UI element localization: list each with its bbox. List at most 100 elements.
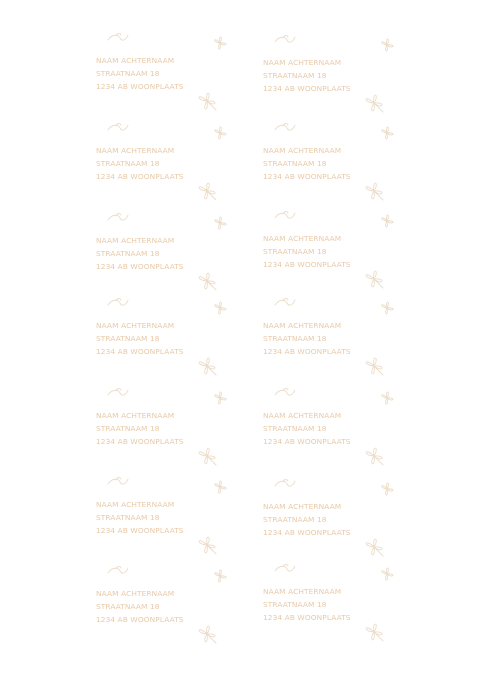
address-block: NAAM ACHTERNAAM STRAATNAAM 18 1234 AB WO… — [263, 500, 351, 539]
flower-ornament-bottom-icon — [359, 353, 389, 379]
recipient-name: NAAM ACHTERNAAM — [96, 411, 175, 420]
address-label: NAAM ACHTERNAAM STRAATNAAM 18 1234 AB WO… — [84, 566, 244, 659]
flower-ornament-right-icon — [375, 34, 399, 56]
recipient-name: NAAM ACHTERNAAM — [96, 500, 175, 509]
flower-ornament-right-icon — [375, 478, 399, 500]
leaf-ornament-top-icon — [106, 565, 130, 577]
address-block: NAAM ACHTERNAAM STRAATNAAM 18 1234 AB WO… — [263, 56, 351, 95]
postal-city: 1234 AB WOONPLAATS — [263, 437, 351, 446]
address-block: NAAM ACHTERNAAM STRAATNAAM 18 1234 AB WO… — [263, 144, 351, 183]
leaf-ornament-top-icon — [273, 210, 297, 222]
recipient-name: NAAM ACHTERNAAM — [263, 321, 342, 330]
postal-city: 1234 AB WOONPLAATS — [263, 528, 351, 537]
recipient-name: NAAM ACHTERNAAM — [263, 146, 342, 155]
recipient-name: NAAM ACHTERNAAM — [96, 589, 175, 598]
flower-ornament-right-icon — [208, 387, 232, 409]
postal-city: 1234 AB WOONPLAATS — [96, 437, 184, 446]
address-block: NAAM ACHTERNAAM STRAATNAAM 18 1234 AB WO… — [96, 587, 184, 626]
street-address: STRAATNAAM 18 — [96, 159, 160, 168]
address-label: NAAM ACHTERNAAM STRAATNAAM 18 1234 AB WO… — [251, 211, 411, 304]
leaf-ornament-top-icon — [106, 297, 130, 309]
address-block: NAAM ACHTERNAAM STRAATNAAM 18 1234 AB WO… — [263, 319, 351, 358]
street-address: STRAATNAAM 18 — [263, 71, 327, 80]
address-label: NAAM ACHTERNAAM STRAATNAAM 18 1234 AB WO… — [84, 33, 244, 126]
postal-city: 1234 AB WOONPLAATS — [96, 82, 184, 91]
flower-ornament-right-icon — [208, 297, 232, 319]
address-label: NAAM ACHTERNAAM STRAATNAAM 18 1234 AB WO… — [251, 479, 411, 572]
street-address: STRAATNAAM 18 — [263, 515, 327, 524]
flower-ornament-bottom-icon — [359, 90, 389, 116]
flower-ornament-bottom-icon — [359, 534, 389, 560]
recipient-name: NAAM ACHTERNAAM — [263, 587, 342, 596]
flower-ornament-bottom-icon — [192, 443, 222, 469]
postal-city: 1234 AB WOONPLAATS — [263, 347, 351, 356]
street-address: STRAATNAAM 18 — [96, 69, 160, 78]
postal-city: 1234 AB WOONPLAATS — [96, 526, 184, 535]
address-label: NAAM ACHTERNAAM STRAATNAAM 18 1234 AB WO… — [251, 564, 411, 657]
flower-ornament-right-icon — [375, 297, 399, 319]
street-address: STRAATNAAM 18 — [96, 249, 160, 258]
postal-city: 1234 AB WOONPLAATS — [96, 172, 184, 181]
street-address: STRAATNAAM 18 — [263, 159, 327, 168]
recipient-name: NAAM ACHTERNAAM — [96, 146, 175, 155]
street-address: STRAATNAAM 18 — [263, 424, 327, 433]
address-label: NAAM ACHTERNAAM STRAATNAAM 18 1234 AB WO… — [84, 123, 244, 216]
address-label: NAAM ACHTERNAAM STRAATNAAM 18 1234 AB WO… — [251, 35, 411, 128]
flower-ornament-bottom-icon — [192, 268, 222, 294]
flower-ornament-right-icon — [375, 563, 399, 585]
address-label: NAAM ACHTERNAAM STRAATNAAM 18 1234 AB WO… — [251, 298, 411, 391]
street-address: STRAATNAAM 18 — [96, 602, 160, 611]
flower-ornament-bottom-icon — [192, 353, 222, 379]
address-label: NAAM ACHTERNAAM STRAATNAAM 18 1234 AB WO… — [84, 477, 244, 570]
leaf-ornament-top-icon — [273, 297, 297, 309]
leaf-ornament-top-icon — [106, 212, 130, 224]
recipient-name: NAAM ACHTERNAAM — [263, 58, 342, 67]
leaf-ornament-top-icon — [106, 476, 130, 488]
recipient-name: NAAM ACHTERNAAM — [96, 321, 175, 330]
postal-city: 1234 AB WOONPLAATS — [96, 262, 184, 271]
street-address: STRAATNAAM 18 — [96, 334, 160, 343]
address-block: NAAM ACHTERNAAM STRAATNAAM 18 1234 AB WO… — [96, 319, 184, 358]
flower-ornament-right-icon — [375, 122, 399, 144]
street-address: STRAATNAAM 18 — [96, 424, 160, 433]
flower-ornament-right-icon — [208, 122, 232, 144]
address-block: NAAM ACHTERNAAM STRAATNAAM 18 1234 AB WO… — [263, 409, 351, 448]
leaf-ornament-top-icon — [106, 387, 130, 399]
flower-ornament-bottom-icon — [192, 178, 222, 204]
address-label: NAAM ACHTERNAAM STRAATNAAM 18 1234 AB WO… — [251, 123, 411, 216]
address-label: NAAM ACHTERNAAM STRAATNAAM 18 1234 AB WO… — [84, 388, 244, 481]
address-label: NAAM ACHTERNAAM STRAATNAAM 18 1234 AB WO… — [84, 298, 244, 391]
address-block: NAAM ACHTERNAAM STRAATNAAM 18 1234 AB WO… — [96, 234, 184, 273]
postal-city: 1234 AB WOONPLAATS — [263, 260, 351, 269]
recipient-name: NAAM ACHTERNAAM — [263, 234, 342, 243]
address-block: NAAM ACHTERNAAM STRAATNAAM 18 1234 AB WO… — [263, 585, 351, 624]
flower-ornament-right-icon — [208, 476, 232, 498]
leaf-ornament-top-icon — [273, 478, 297, 490]
street-address: STRAATNAAM 18 — [96, 513, 160, 522]
street-address: STRAATNAAM 18 — [263, 334, 327, 343]
postal-city: 1234 AB WOONPLAATS — [96, 347, 184, 356]
address-block: NAAM ACHTERNAAM STRAATNAAM 18 1234 AB WO… — [263, 232, 351, 271]
leaf-ornament-top-icon — [273, 563, 297, 575]
flower-ornament-bottom-icon — [359, 619, 389, 645]
leaf-ornament-top-icon — [273, 387, 297, 399]
postal-city: 1234 AB WOONPLAATS — [263, 84, 351, 93]
flower-ornament-bottom-icon — [192, 532, 222, 558]
recipient-name: NAAM ACHTERNAAM — [96, 56, 175, 65]
flower-ornament-bottom-icon — [192, 621, 222, 647]
address-label: NAAM ACHTERNAAM STRAATNAAM 18 1234 AB WO… — [84, 213, 244, 306]
flower-ornament-bottom-icon — [192, 88, 222, 114]
leaf-ornament-top-icon — [273, 34, 297, 46]
leaf-ornament-top-icon — [106, 122, 130, 134]
flower-ornament-right-icon — [375, 210, 399, 232]
recipient-name: NAAM ACHTERNAAM — [96, 236, 175, 245]
leaf-ornament-top-icon — [106, 32, 130, 44]
flower-ornament-bottom-icon — [359, 266, 389, 292]
flower-ornament-right-icon — [208, 32, 232, 54]
address-block: NAAM ACHTERNAAM STRAATNAAM 18 1234 AB WO… — [96, 54, 184, 93]
leaf-ornament-top-icon — [273, 122, 297, 134]
address-block: NAAM ACHTERNAAM STRAATNAAM 18 1234 AB WO… — [96, 144, 184, 183]
flower-ornament-right-icon — [208, 212, 232, 234]
postal-city: 1234 AB WOONPLAATS — [96, 615, 184, 624]
